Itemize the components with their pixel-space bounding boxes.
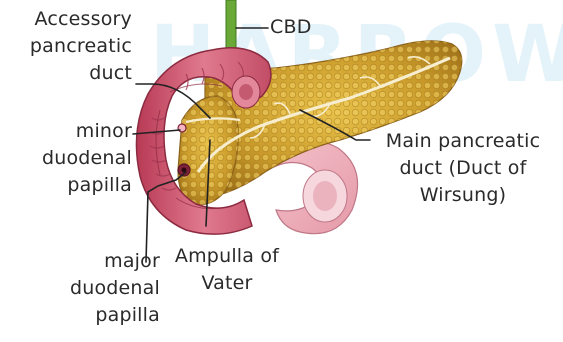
label-line: Accessory [4,6,132,33]
label-line: duodenal [28,275,160,302]
label-line: duct [4,60,132,87]
label-ampulla: Ampulla of Vater [162,243,292,297]
label-line: duodenal [28,145,132,172]
label-line: Wirsung) [370,182,556,209]
label-line: Vater [162,270,292,297]
label-line: pancreatic [4,33,132,60]
label-line: major [28,248,160,275]
label-minor-papilla: minor duodenal papilla [28,118,132,199]
label-line: minor [28,118,132,145]
label-main-duct: Main pancreatic duct (Duct of Wirsung) [370,128,556,209]
label-accessory-duct: Accessory pancreatic duct [4,6,132,87]
label-line: papilla [28,172,132,199]
label-cbd: CBD [270,14,312,41]
label-line: papilla [28,302,160,329]
label-major-papilla: major duodenal papilla [28,248,160,329]
label-line: duct (Duct of [370,155,556,182]
label-line: Ampulla of [162,243,292,270]
label-line: Main pancreatic [370,128,556,155]
